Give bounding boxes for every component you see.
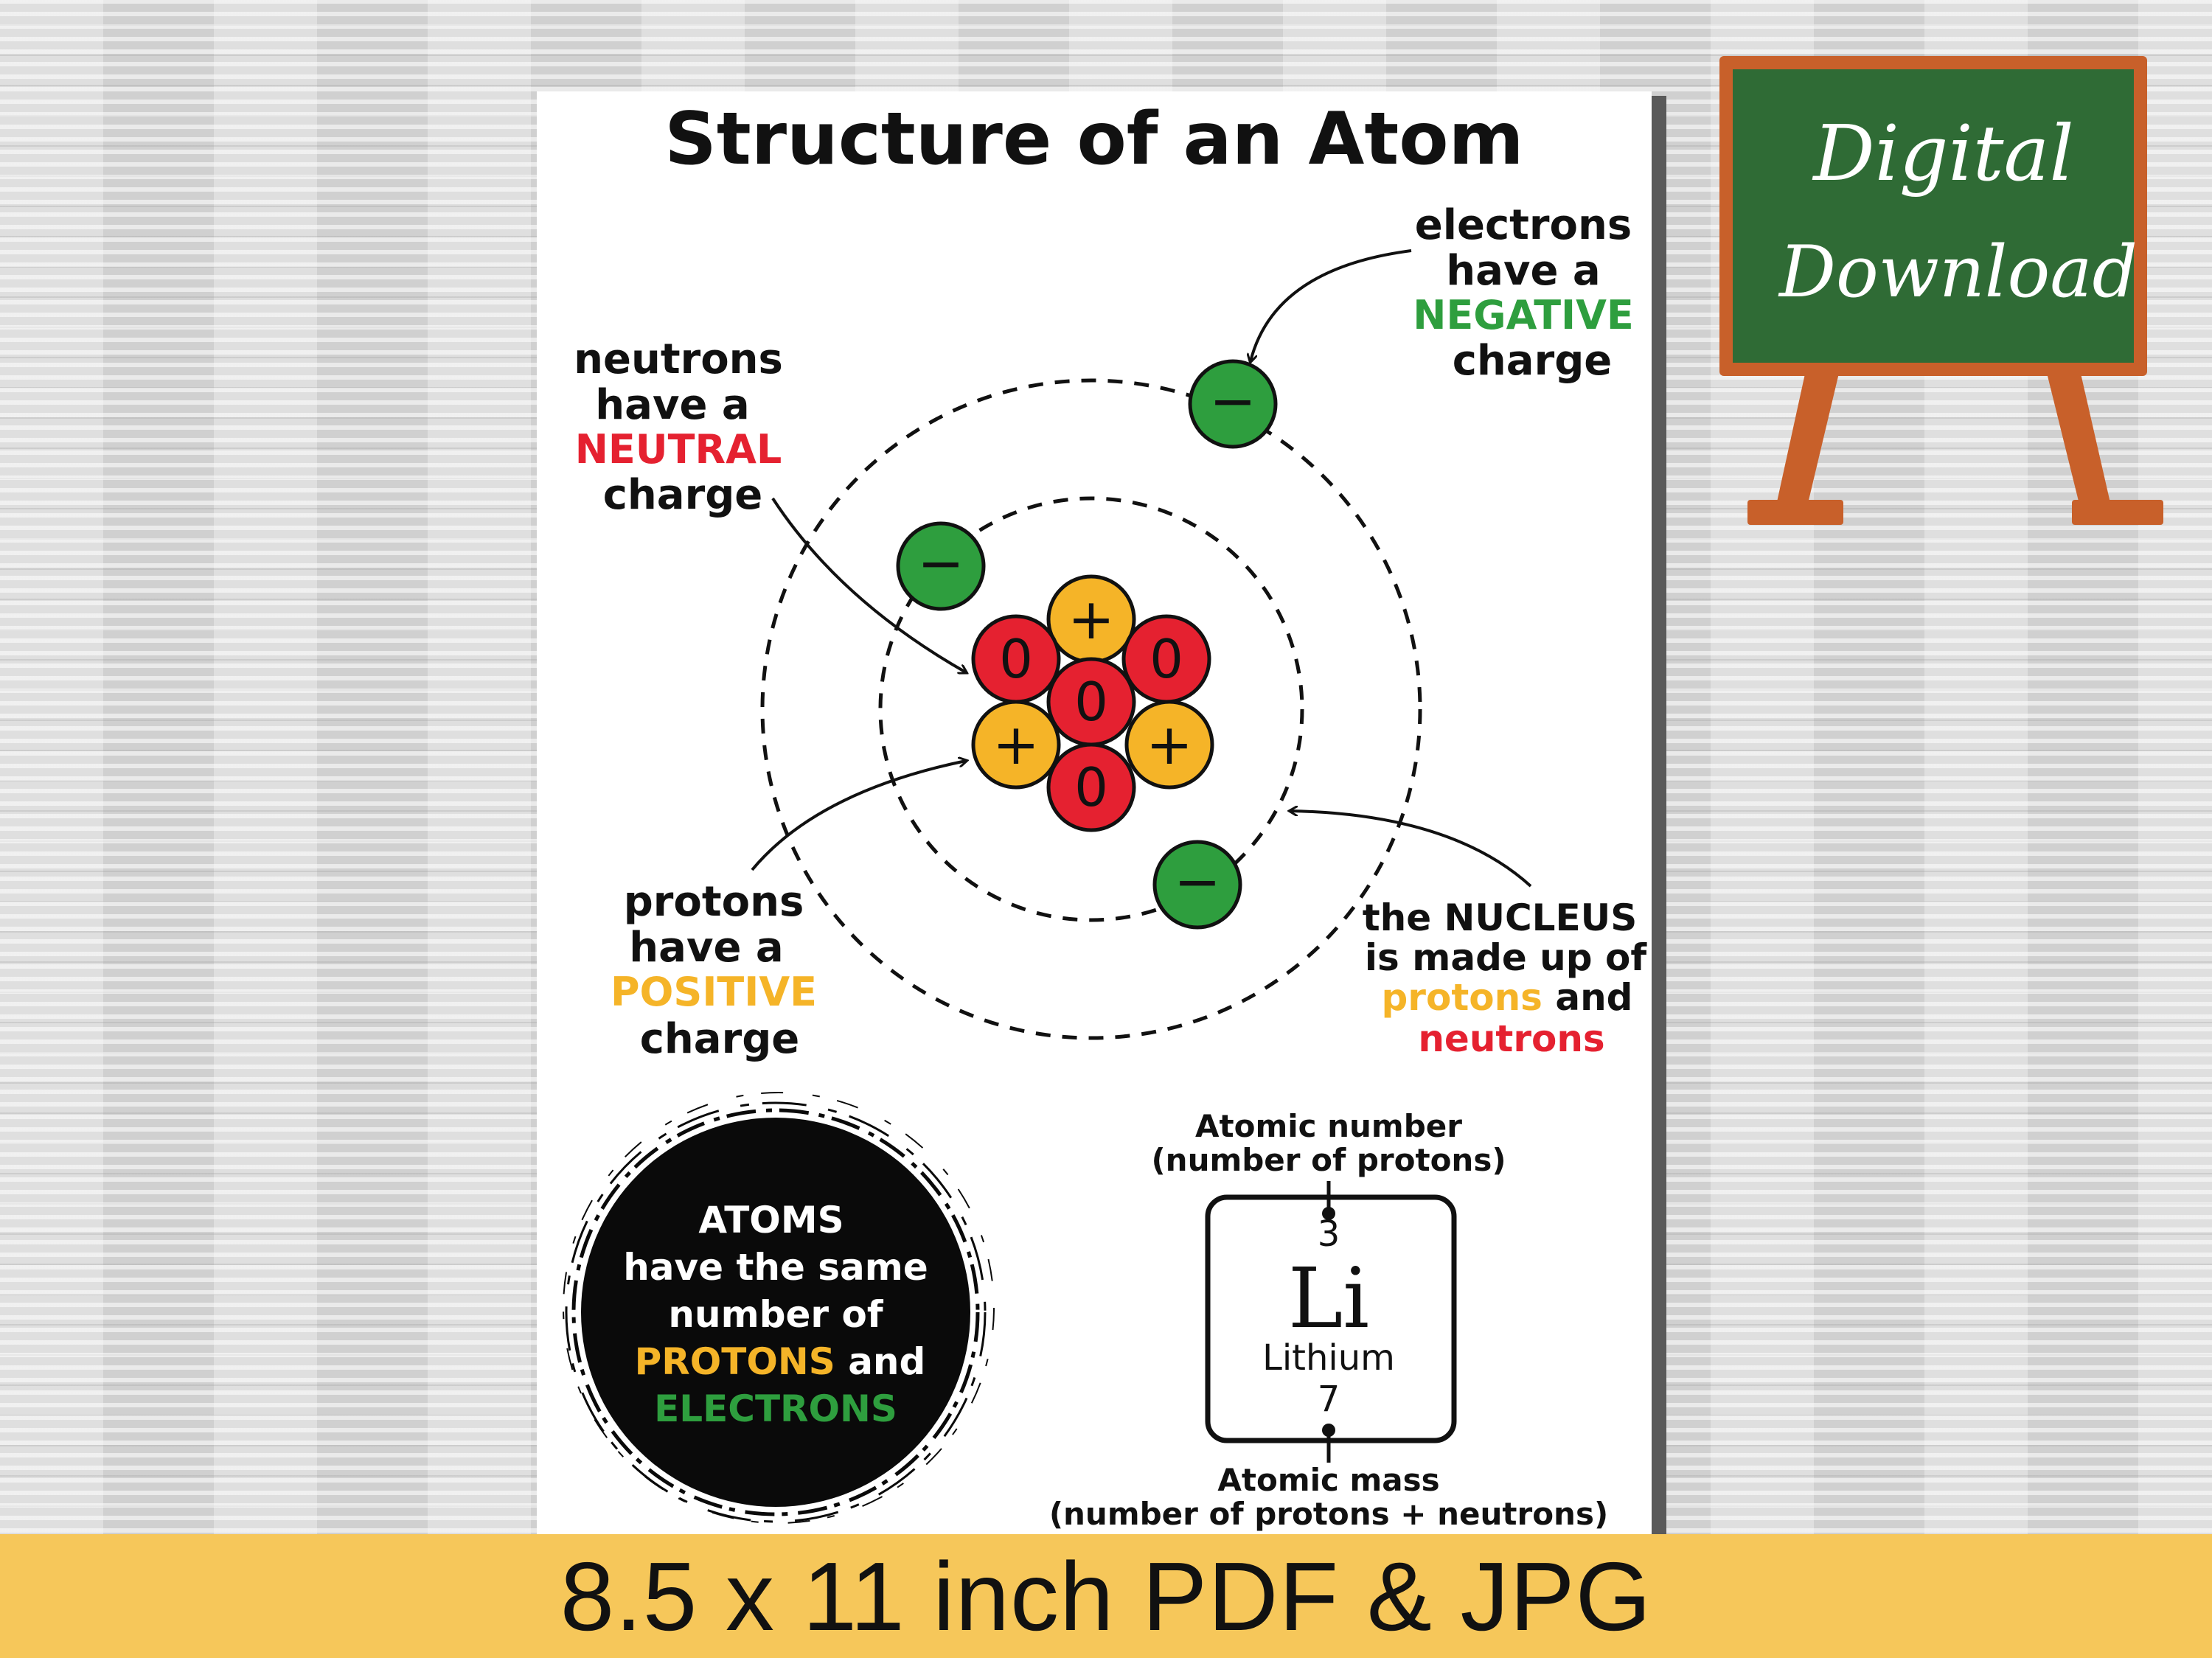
electrons-label-line1: electrons (1415, 201, 1632, 249)
board-foot-right (2072, 500, 2163, 525)
nucleus-label-and: and (1543, 976, 1633, 1019)
proton-left: + (971, 700, 1061, 790)
neutron-right: 0 (1121, 614, 1211, 704)
atoms-badge-protons: PROTONS (635, 1340, 835, 1383)
neutrons-label-line1: neutrons (574, 335, 783, 383)
protons-label-line2: have a (629, 924, 783, 972)
atoms-badge: ATOMS have the same number of PROTONS an… (563, 1092, 995, 1524)
electrons-label-line4: charge (1453, 337, 1613, 385)
nucleus-arrow (1290, 811, 1532, 888)
neutrons-label-line2: have a (595, 381, 749, 429)
neutron-bottom: 0 (1046, 742, 1136, 832)
electrons-label: electrons have a NEGATIVE charge (1413, 201, 1634, 385)
atomic-number-label: Atomic number (1195, 1108, 1462, 1144)
neutron-symbol: 0 (1074, 671, 1108, 733)
neutrons-label-line4: charge (603, 471, 763, 519)
board-foot-left (1747, 500, 1843, 525)
protons-label-line4: charge (640, 1015, 800, 1063)
neutron-left: 0 (971, 614, 1061, 704)
atomic-number-sublabel: (number of protons) (1151, 1142, 1506, 1178)
nucleus-label-neutrons: neutrons (1418, 1017, 1604, 1060)
atomic-mass-sublabel: (number of protons + neutrons) (1049, 1496, 1608, 1532)
neutron-symbol: 0 (1150, 628, 1183, 690)
nucleus-label-line2: is made up of (1365, 936, 1647, 979)
element-tile: Atomic number (number of protons) 3 Li L… (1049, 1108, 1608, 1532)
proton-symbol: + (1068, 586, 1115, 652)
atomic-number: 3 (1318, 1213, 1340, 1255)
outer-orbit (760, 378, 1422, 1040)
inner-orbit (878, 496, 1304, 922)
neutron-symbol: 0 (999, 628, 1033, 690)
nucleus: + 0 0 + + 0 0 (971, 574, 1214, 832)
electron-left: − (896, 521, 986, 611)
badge-line2: Download (1778, 231, 2138, 313)
electron-symbol: − (1174, 849, 1221, 914)
neutron-symbol: 0 (1074, 756, 1108, 818)
neutrons-arrow (771, 497, 966, 672)
element-box (1205, 1194, 1457, 1443)
element-name: Lithium (1262, 1337, 1395, 1379)
protons-arrow (751, 761, 966, 871)
proton-symbol: + (1146, 711, 1193, 777)
atoms-badge-line4: PROTONS and (635, 1340, 926, 1383)
nucleus-label-line3: protons and (1382, 976, 1633, 1019)
atomic-number-dot (1322, 1207, 1335, 1220)
neutrons-label-highlight: NEUTRAL (575, 426, 782, 473)
atoms-badge-line2: have the same (623, 1246, 928, 1289)
atoms-badge-and: and (835, 1340, 926, 1383)
chalkboard (1733, 69, 2134, 363)
atoms-badge-line1: ATOMS (698, 1199, 844, 1241)
neutron-center: 0 (1046, 657, 1136, 747)
atoms-badge-electrons: ELECTRONS (654, 1387, 897, 1430)
electrons-label-highlight: NEGATIVE (1413, 292, 1634, 338)
nucleus-label-protons: protons (1382, 976, 1543, 1019)
atoms-badge-line3: number of (668, 1293, 883, 1336)
electron-bottom: − (1152, 840, 1242, 930)
atomic-mass-label: Atomic mass (1217, 1462, 1439, 1498)
poster-title: Structure of an Atom (664, 97, 1523, 181)
protons-label-highlight: POSITIVE (611, 969, 817, 1015)
neutrons-label: neutrons have a NEUTRAL charge (574, 335, 783, 519)
protons-label-line1: protons (624, 878, 804, 926)
board-leg-right (2045, 367, 2115, 522)
nucleus-label: the NUCLEUS is made up of protons and ne… (1363, 896, 1648, 1060)
nucleus-label-line1: the NUCLEUS (1363, 896, 1638, 939)
proton-symbol: + (992, 711, 1040, 777)
size-banner: 8.5 x 11 inch PDF & JPG (0, 1534, 2212, 1658)
electron-symbol: − (917, 530, 964, 596)
protons-label: protons have a POSITIVE charge (611, 878, 817, 1063)
proton-right: + (1124, 700, 1214, 790)
electron-symbol: − (1209, 368, 1256, 433)
badge-line1: Digital (1812, 108, 2074, 198)
electrons-arrow (1251, 249, 1412, 361)
board-leg-left (1773, 367, 1840, 522)
size-banner-text: 8.5 x 11 inch PDF & JPG (560, 1542, 1652, 1651)
atom-poster: Structure of an Atom − − − + 0 (537, 91, 1652, 1536)
element-symbol: Li (1288, 1251, 1369, 1347)
digital-download-badge: Digital Download (1719, 56, 2163, 525)
atomic-mass: 7 (1318, 1379, 1340, 1420)
electron-top: − (1188, 359, 1278, 449)
electrons-label-line2: have a (1446, 247, 1600, 295)
proton-top: + (1046, 574, 1136, 664)
